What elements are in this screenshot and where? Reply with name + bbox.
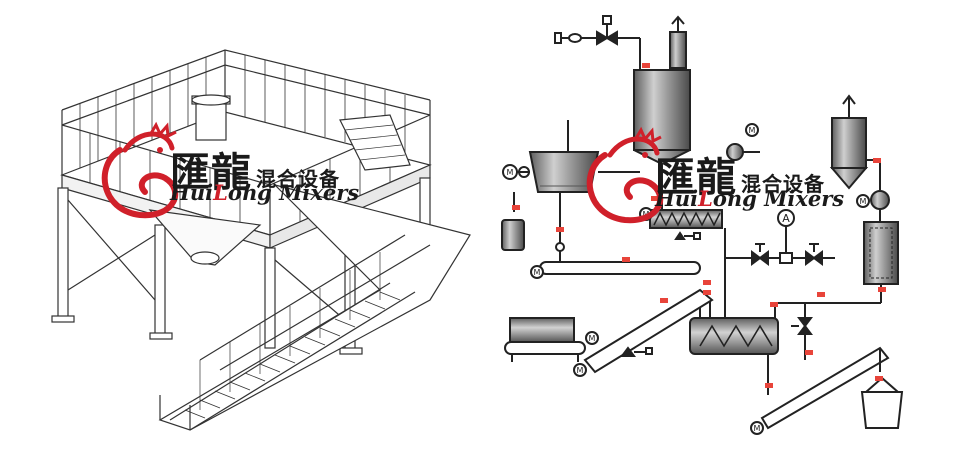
watermark-brand-cn: 匯龍 <box>655 154 737 201</box>
motor-label: M <box>749 126 756 135</box>
watermark-en-left: HuiLong Mixers <box>170 180 359 205</box>
motor-label: M <box>534 268 541 277</box>
watermark-en-part: Hui <box>170 180 214 205</box>
watermark-en-part: ong Mixers <box>712 186 845 211</box>
watermark-brand-cn-small: 混合设备 <box>256 167 340 191</box>
watermark-en-right: HuiLong Mixers <box>655 186 844 211</box>
flow-arrows <box>512 63 886 388</box>
watermark-en-part: Hui <box>655 186 699 211</box>
motor-label: M <box>589 334 596 343</box>
watermark-cn-right: 匯龍混合设备 <box>655 145 825 203</box>
motor-label: M <box>754 424 761 433</box>
watermark-en-red: L <box>213 180 228 205</box>
platform-structure-drawing <box>51 49 471 431</box>
watermark-brand-cn-small: 混合设备 <box>741 172 825 196</box>
watermark-cn-left: 匯龍混合设备 <box>170 140 340 198</box>
motor-label: M <box>577 366 584 375</box>
process-flow-diagram <box>501 15 904 435</box>
watermark-en-part: ong Mixers <box>227 180 360 205</box>
motor-label: M <box>860 197 867 206</box>
watermark-brand-cn: 匯龍 <box>170 149 252 196</box>
dragon-logo-right <box>586 126 664 224</box>
motor-label: M <box>507 168 514 177</box>
ammeter-label: A <box>782 212 790 225</box>
dragon-logo-left <box>101 121 179 219</box>
watermark-en-red: L <box>698 186 713 211</box>
